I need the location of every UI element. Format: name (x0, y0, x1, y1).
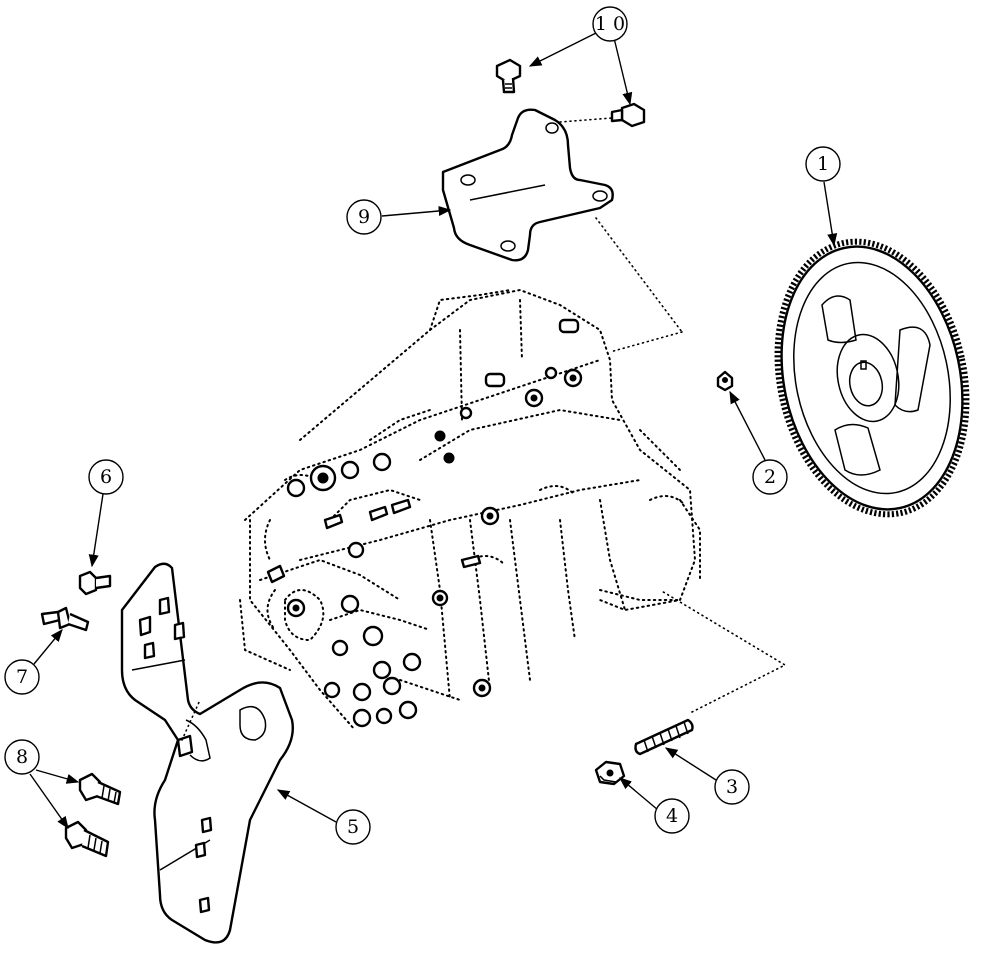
callout-label-6: 6 (100, 466, 112, 488)
stud-part-7 (40, 606, 90, 632)
callout-4: 4 (619, 777, 690, 834)
callout-label-9: 9 (358, 206, 370, 228)
callout-label-7: 7 (16, 666, 28, 688)
callout-7: 7 (4, 629, 63, 695)
flange-nut-part (594, 760, 626, 786)
callout-label-10: 1 0 (595, 13, 625, 35)
callout-label-1: 1 (817, 153, 829, 175)
callout-label-2: 2 (764, 466, 776, 488)
bolt-part-8-lower (64, 820, 110, 858)
upper-bracket-part (441, 108, 614, 262)
upper-bolt-right (610, 102, 646, 128)
stud-part (634, 718, 694, 756)
callout-5: 5 (276, 789, 371, 845)
callout-label-5: 5 (347, 816, 359, 838)
bolt-part-8-upper (78, 772, 122, 806)
fuel-injection-pump (239, 288, 701, 731)
callout-10: 1 0 (528, 6, 633, 106)
callout-2: 2 (729, 390, 788, 495)
callout-label-3: 3 (726, 776, 738, 798)
callout-8: 8 (4, 739, 80, 830)
callout-9: 9 (346, 199, 452, 235)
gear-part (774, 238, 970, 518)
callout-label-8: 8 (16, 746, 28, 768)
pump-fittings (266, 318, 583, 728)
callout-1: 1 (805, 146, 841, 247)
upper-bolt-left (495, 58, 522, 94)
callout-label-4: 4 (666, 805, 678, 827)
callout-6: 6 (88, 459, 124, 568)
small-nut-part (716, 370, 734, 392)
lower-bracket-part (120, 562, 294, 944)
callout-3: 3 (664, 747, 750, 805)
bolt-part-6 (78, 570, 112, 596)
